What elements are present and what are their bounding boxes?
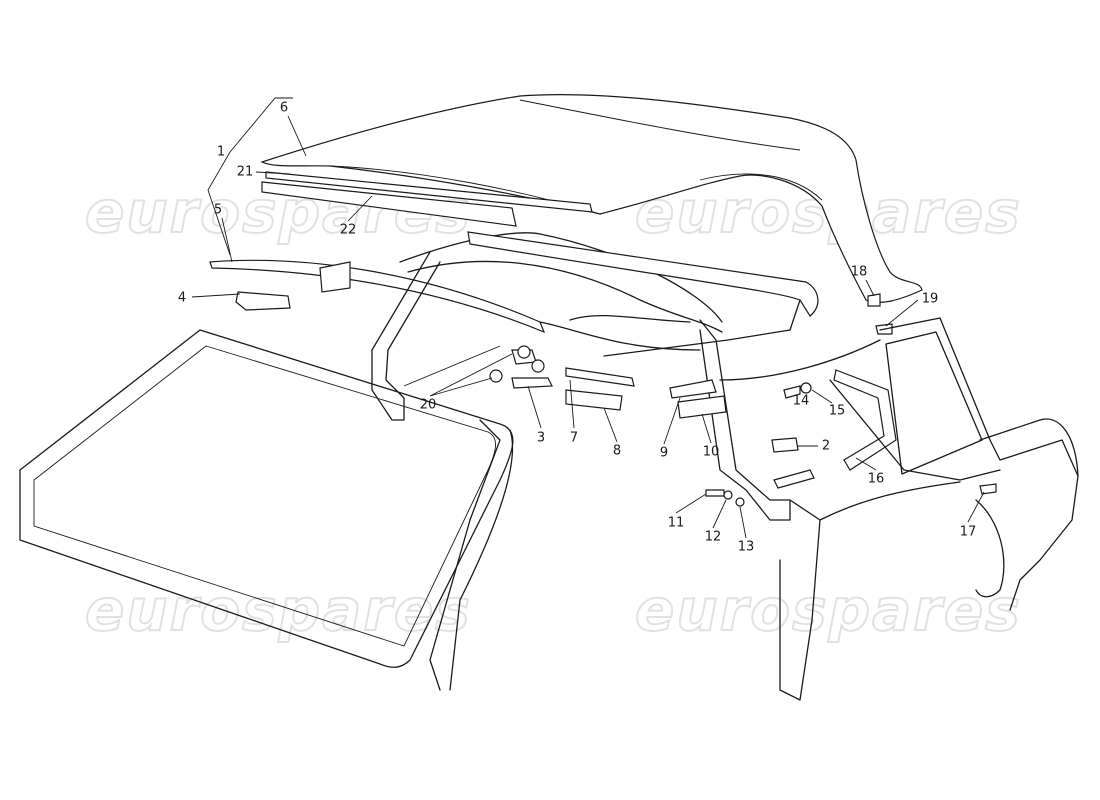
roof-frame (209, 231, 819, 521)
callout-15: 15 (829, 404, 846, 419)
part-14 (783, 385, 801, 399)
callout-13: 13 (738, 540, 755, 555)
part-3 (511, 377, 553, 389)
callout-11: 11 (668, 516, 685, 531)
callout-14: 14 (793, 394, 810, 409)
roof-seal-strips (261, 171, 593, 227)
part-9 (669, 379, 717, 399)
callout-12: 12 (705, 530, 722, 545)
leader-lines (191, 97, 985, 539)
part-10 (677, 395, 727, 419)
watermark-text: eurospares (85, 576, 472, 644)
part-7 (565, 367, 635, 387)
callout-17: 17 (960, 525, 977, 540)
callout-4: 4 (178, 291, 186, 306)
callout-7: 7 (570, 431, 578, 446)
callout-2: 2 (822, 439, 830, 454)
part-15 (800, 382, 812, 394)
callout-22: 22 (340, 223, 357, 238)
callout-5: 5 (214, 203, 222, 218)
watermark-text: eurospares (635, 576, 1022, 644)
part-16 (833, 369, 897, 471)
callout-1: 1 (217, 145, 225, 160)
part-13 (735, 497, 745, 507)
small-parts (235, 291, 997, 507)
callout-21: 21 (237, 165, 254, 180)
callout-18: 18 (851, 265, 868, 280)
car-body (719, 317, 1079, 701)
part-8 (565, 389, 623, 411)
part-12 (723, 490, 733, 500)
part-11 (705, 489, 725, 497)
callout-10: 10 (703, 445, 720, 460)
part-4 (235, 291, 291, 311)
part-2 (771, 437, 799, 453)
callout-9: 9 (660, 446, 668, 461)
callout-6: 6 (280, 101, 288, 116)
windshield (19, 329, 514, 691)
callout-19: 19 (922, 292, 939, 307)
callout-16: 16 (868, 472, 885, 487)
callout-labels: 1 6 21 5 22 4 20 3 7 8 9 10 18 19 14 15 … (178, 101, 976, 555)
part-18 (867, 293, 881, 307)
callout-8: 8 (613, 444, 621, 459)
callout-3: 3 (537, 431, 545, 446)
callout-20: 20 (420, 398, 437, 413)
part-17 (979, 483, 997, 495)
